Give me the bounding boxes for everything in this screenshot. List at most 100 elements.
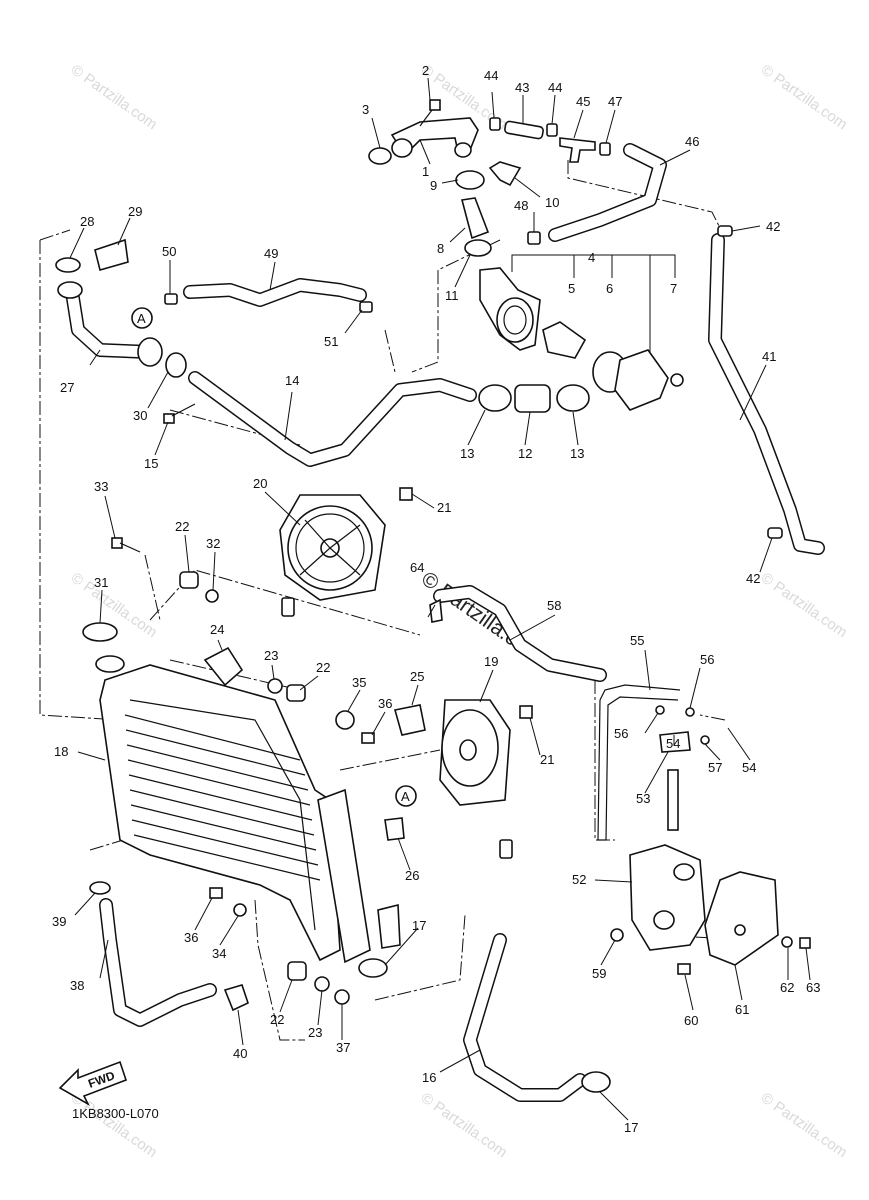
nut-62 [781,936,793,948]
bracket-26 [384,817,405,841]
clamps-42 [717,225,783,539]
callout-6: 6 [606,281,613,296]
bolt-21b [519,705,533,719]
callout-2: 2 [422,63,429,78]
callout-7: 7 [670,281,677,296]
hoses-12-13 [478,384,590,413]
clamp-11 [464,239,492,257]
svg-text:A: A [137,311,146,326]
grommet-22-32 [179,571,219,603]
callout-64: 64 [410,560,424,575]
clamp-17b [581,1071,611,1093]
callout-17b: 17 [624,1120,638,1135]
cushion-25 [393,704,426,736]
callout-labels: 2 3 1 44 43 44 45 47 46 10 9 8 48 11 4 5… [52,63,820,1135]
callout-45: 45 [576,94,590,109]
clamp-39 [89,881,111,895]
pipe-8 [461,197,490,240]
guard-24 [203,646,244,687]
callout-36a: 36 [378,696,392,711]
ref-marker-a-bottom: A [395,785,417,807]
watermark-top-left: © Partzilla.com [68,61,161,133]
callout-30: 30 [133,408,147,423]
hose-49 [183,278,367,307]
callout-11: 11 [445,288,459,303]
clamp-47 [599,142,611,156]
callout-18: 18 [54,744,68,759]
callout-19: 19 [484,654,498,669]
clamp-40 [223,984,249,1012]
callout-4: 4 [588,250,595,265]
hose-27 [57,281,163,367]
callout-41: 41 [762,349,776,364]
callout-12: 12 [518,446,532,461]
clamp-30 [165,352,187,378]
callout-55: 55 [630,633,644,648]
grommet-22-23 [267,678,306,702]
washer-34 [233,903,247,917]
callout-9: 9 [430,178,437,193]
hose-55 [597,684,681,841]
clip-56a [655,705,665,715]
bolt-21a [399,487,413,501]
callout-58: 58 [547,598,561,613]
cap-31 [82,622,125,673]
hose-14 [188,371,477,467]
nut-37 [334,989,350,1005]
callout-29: 29 [128,204,142,219]
diagram-code: 1KB8300-L070 [72,1106,159,1121]
clamp-51 [359,301,373,313]
callout-60: 60 [684,1013,698,1028]
bolt-33 [111,537,141,553]
clamp-64 [429,598,443,623]
callout-8: 8 [437,241,444,256]
callout-15: 15 [144,456,158,471]
callout-10: 10 [545,195,559,210]
svg-text:A: A [401,789,410,804]
clamp-10 [488,161,522,187]
collar-23b [314,976,330,992]
ref-marker-a-top: A [131,307,153,329]
fan-19 [439,699,513,859]
callout-31: 31 [94,575,108,590]
callout-49: 49 [264,246,278,261]
callout-26: 26 [405,868,419,883]
fitting-1 [390,117,479,158]
hose-38 [99,898,217,1027]
cover-61 [704,871,779,966]
callout-36b: 36 [184,930,198,945]
callout-5: 5 [568,281,575,296]
bolt-2 [419,99,441,127]
callout-46: 46 [685,134,699,149]
callout-21b: 21 [540,752,554,767]
callout-13a: 13 [460,446,474,461]
callout-61: 61 [735,1002,749,1017]
callout-38: 38 [70,978,84,993]
callout-59: 59 [592,966,606,981]
callout-44b: 44 [548,80,562,95]
clamp-9 [455,170,485,190]
breather-53 [659,731,691,831]
thermostat-group [479,254,684,411]
clamp-50 [164,293,178,305]
callout-13b: 13 [570,446,584,461]
fan-20 [279,494,386,617]
callout-21a: 21 [437,500,451,515]
callout-20: 20 [253,476,267,491]
callout-50: 50 [162,244,176,259]
callout-56b: 56 [614,726,628,741]
callout-23a: 23 [264,648,278,663]
callout-37: 37 [336,1040,350,1055]
callout-54a: 54 [666,736,680,751]
callout-33: 33 [94,479,108,494]
callout-57: 57 [708,760,722,775]
bolt-60 [677,963,691,975]
callout-53: 53 [636,791,650,806]
callout-34: 34 [212,946,226,961]
hose-43 [504,120,544,140]
bolt-36b [209,887,223,899]
fwd-arrow-icon: FWD [58,1060,128,1107]
watermark-bottom-center: © Partzilla.com [418,1089,511,1161]
grommet-22c [287,961,307,981]
